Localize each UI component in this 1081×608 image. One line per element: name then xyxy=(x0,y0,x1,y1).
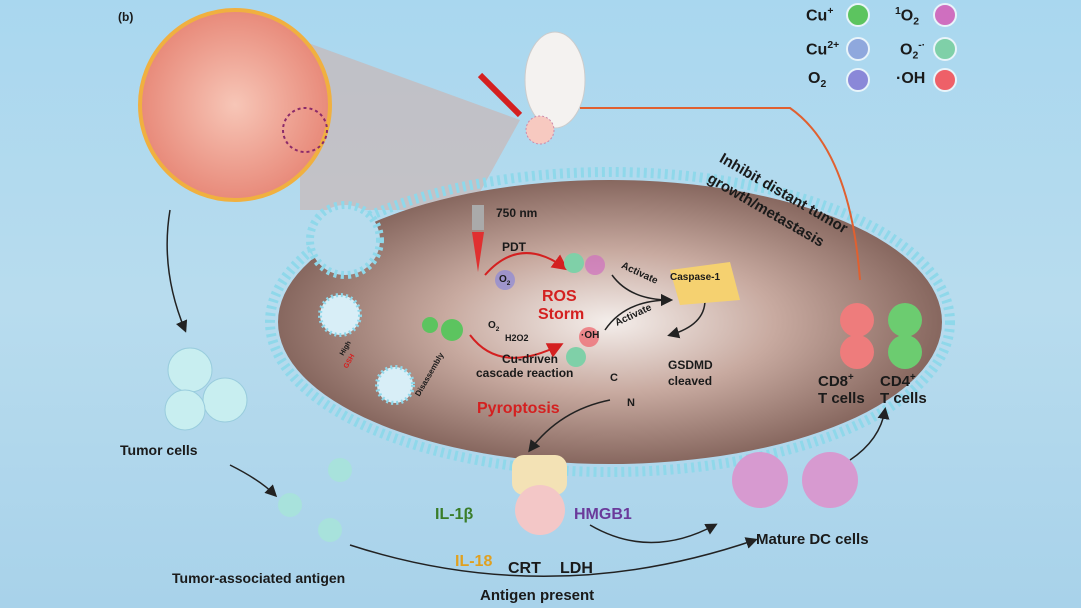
superoxide-molecule xyxy=(564,253,584,273)
legend-hydroxyl: ·OH xyxy=(896,70,926,87)
cd4-t-cell xyxy=(888,335,922,369)
cd8-label: CD8+ xyxy=(818,372,854,390)
legend-cu-2plus: Cu2+ xyxy=(806,40,840,59)
legend-swatches xyxy=(846,3,957,92)
legend-swatch xyxy=(933,3,957,27)
legend-swatch xyxy=(846,3,870,27)
inhibit-arrow xyxy=(580,107,861,281)
cu-ion-2 xyxy=(441,319,463,341)
antigen-fragment xyxy=(318,518,342,542)
caspase-1-label: Caspase-1 xyxy=(670,272,721,283)
nanoparticle xyxy=(318,293,362,337)
cd4-tcells-label: T cells xyxy=(880,390,927,407)
cd8-t-cell xyxy=(840,303,874,337)
antigen-present-label: Antigen present xyxy=(480,587,595,604)
cd4-label: CD4+ xyxy=(880,372,916,390)
ros-storm-label: Storm xyxy=(538,306,585,323)
pdt-arrow xyxy=(484,252,569,276)
legend-cu-plus: Cu+ xyxy=(806,6,834,25)
gsdmd-pore xyxy=(512,455,567,495)
zoom-target xyxy=(282,107,328,153)
tumor-cell xyxy=(278,180,942,464)
antigen-to-dc-arrow xyxy=(349,537,758,578)
legend-swatch xyxy=(846,68,870,92)
hydroxyl-molecule xyxy=(579,327,599,347)
il1b-label: IL-1β xyxy=(435,506,474,523)
o2-label-2: O2 xyxy=(488,320,500,333)
legend-swatch xyxy=(933,68,957,92)
cd8-t-cell xyxy=(840,335,874,369)
gsdmd-label: GSDMD xyxy=(668,358,713,372)
h2o2-label: H2O2 xyxy=(505,333,529,343)
legend-o2: O2 xyxy=(808,70,827,91)
cell-membrane xyxy=(265,167,955,477)
caspase-1-protein xyxy=(670,262,740,305)
legend-swatch xyxy=(846,37,870,61)
activate-arrow-2 xyxy=(604,294,673,331)
tumor-tissue-zoom xyxy=(138,8,332,202)
antigen-fragment xyxy=(278,493,302,517)
crt-label: CRT xyxy=(508,560,541,577)
mouse xyxy=(524,31,586,129)
tumor-cell-icon xyxy=(164,389,206,431)
laser-beam xyxy=(477,72,523,118)
legend-singlet-o2: 1O2 xyxy=(895,6,920,28)
dc-cell xyxy=(732,452,788,508)
released-damps xyxy=(515,485,565,535)
release-arrow xyxy=(528,399,611,453)
cd4-t-cell xyxy=(888,303,922,337)
laser-wavelength: 750 nm xyxy=(496,206,538,220)
cleave-arrow xyxy=(667,299,706,339)
mature-dc-label: Mature DC cells xyxy=(756,531,869,548)
il18-label: IL-18 xyxy=(455,553,493,570)
ldh-label: LDH xyxy=(560,560,593,577)
legend-superoxide: O2-· xyxy=(900,40,926,62)
tumor-cell-icon xyxy=(167,347,213,393)
cu-ion xyxy=(422,317,438,333)
hmgb1-label: HMGB1 xyxy=(574,506,632,523)
laser-light xyxy=(472,232,484,272)
tumor-cell-icon xyxy=(202,377,248,423)
pyroptosis-label: Pyroptosis xyxy=(477,400,560,417)
dc-to-tcell-arrow xyxy=(849,407,890,461)
laser-icon xyxy=(472,205,484,230)
endocytosis-vesicle xyxy=(306,201,384,279)
cascade-label: cascade reaction xyxy=(476,366,574,380)
gsdmd-cleaved-label: cleaved xyxy=(668,374,713,388)
gsdmd-n-terminal: N xyxy=(627,397,635,409)
cascade-arrow xyxy=(469,334,564,359)
pdt-label: PDT xyxy=(502,240,526,254)
dc-cell xyxy=(802,452,858,508)
ros-label: ROS xyxy=(542,288,577,305)
panel-label: (b) xyxy=(118,10,134,24)
tissue-arrow xyxy=(166,209,188,333)
tumor-antigen-label: Tumor-associated antigen xyxy=(172,570,346,586)
superoxide-molecule-2 xyxy=(566,347,586,367)
gsdmd-c-terminal: C xyxy=(610,372,618,384)
damp-to-dc-arrow xyxy=(589,523,718,544)
tumor-cells-label: Tumor cells xyxy=(120,442,198,458)
cu-driven-label: Cu-driven xyxy=(501,352,558,366)
singlet-oxygen-molecule xyxy=(585,255,605,275)
cd8-tcells-label: T cells xyxy=(818,390,865,407)
o2-molecule xyxy=(495,270,515,290)
o2-label: O2 xyxy=(499,274,511,287)
antigen-arrow xyxy=(229,464,278,498)
zoom-cone xyxy=(300,40,520,210)
antigen-fragment xyxy=(328,458,352,482)
mouse-tumor xyxy=(525,115,555,145)
oh-label: ·OH xyxy=(581,330,600,341)
legend-swatch xyxy=(933,37,957,61)
nanoparticle-gsh xyxy=(375,365,415,405)
